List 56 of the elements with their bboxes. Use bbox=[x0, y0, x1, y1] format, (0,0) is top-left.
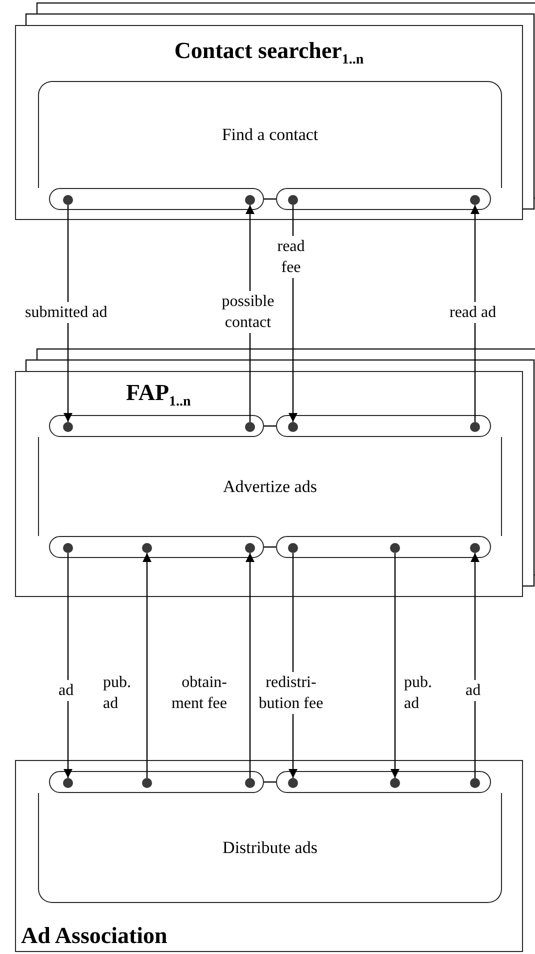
port-dot bbox=[63, 778, 73, 788]
arrow bbox=[390, 553, 400, 778]
port-dot bbox=[288, 422, 298, 432]
arrow bbox=[142, 553, 152, 778]
process-box bbox=[38, 437, 502, 536]
edge-label: read ad bbox=[450, 302, 496, 322]
port-group bbox=[49, 188, 264, 210]
port-dot bbox=[288, 195, 298, 205]
process-box bbox=[38, 793, 502, 903]
port-group bbox=[49, 771, 264, 793]
port-dot bbox=[245, 422, 255, 432]
port-dot bbox=[390, 778, 400, 788]
process-box bbox=[38, 81, 502, 188]
actor-title: Ad Association bbox=[21, 923, 168, 949]
port-dot bbox=[470, 543, 480, 553]
edge-label: redistri- bution fee bbox=[256, 672, 326, 714]
port-dot bbox=[288, 543, 298, 553]
port-group bbox=[276, 415, 491, 437]
port-group bbox=[276, 188, 491, 210]
port-dot bbox=[245, 778, 255, 788]
port-dot bbox=[390, 543, 400, 553]
port-dot bbox=[470, 778, 480, 788]
arrow bbox=[64, 553, 72, 778]
process-label: Distribute ads bbox=[222, 838, 318, 858]
connector-line bbox=[264, 546, 276, 548]
port-dot bbox=[142, 543, 152, 553]
process-label: Advertize ads bbox=[223, 476, 317, 496]
port-dot bbox=[63, 422, 73, 432]
arrow bbox=[246, 553, 254, 778]
port-dot bbox=[470, 422, 480, 432]
port-dot bbox=[470, 195, 480, 205]
port-group bbox=[49, 536, 264, 558]
process-label: Find a contact bbox=[222, 125, 318, 145]
edge-label: ad bbox=[58, 680, 74, 700]
port-dot bbox=[245, 195, 255, 205]
edge-label: submitted ad bbox=[25, 302, 108, 322]
arrow bbox=[64, 205, 72, 422]
connector-line bbox=[264, 425, 276, 427]
actor-box bbox=[15, 25, 523, 220]
port-dot bbox=[63, 543, 73, 553]
edge-label: ad bbox=[466, 680, 481, 700]
port-dot bbox=[245, 543, 255, 553]
port-group bbox=[276, 771, 491, 793]
port-dot bbox=[142, 778, 152, 788]
actor-title: Contact searcher$_{1..n}$ bbox=[174, 38, 364, 69]
port-dot bbox=[288, 778, 298, 788]
port-dot bbox=[63, 195, 73, 205]
actor-box bbox=[15, 760, 523, 952]
actor-box bbox=[15, 371, 523, 597]
port-group bbox=[276, 536, 491, 558]
arrow bbox=[470, 553, 480, 778]
connector-line bbox=[264, 781, 276, 783]
actor-title: FAP$_{1..n}$ bbox=[126, 380, 191, 411]
arrow bbox=[470, 205, 480, 422]
connector-line bbox=[264, 198, 276, 200]
port-group bbox=[49, 415, 264, 437]
